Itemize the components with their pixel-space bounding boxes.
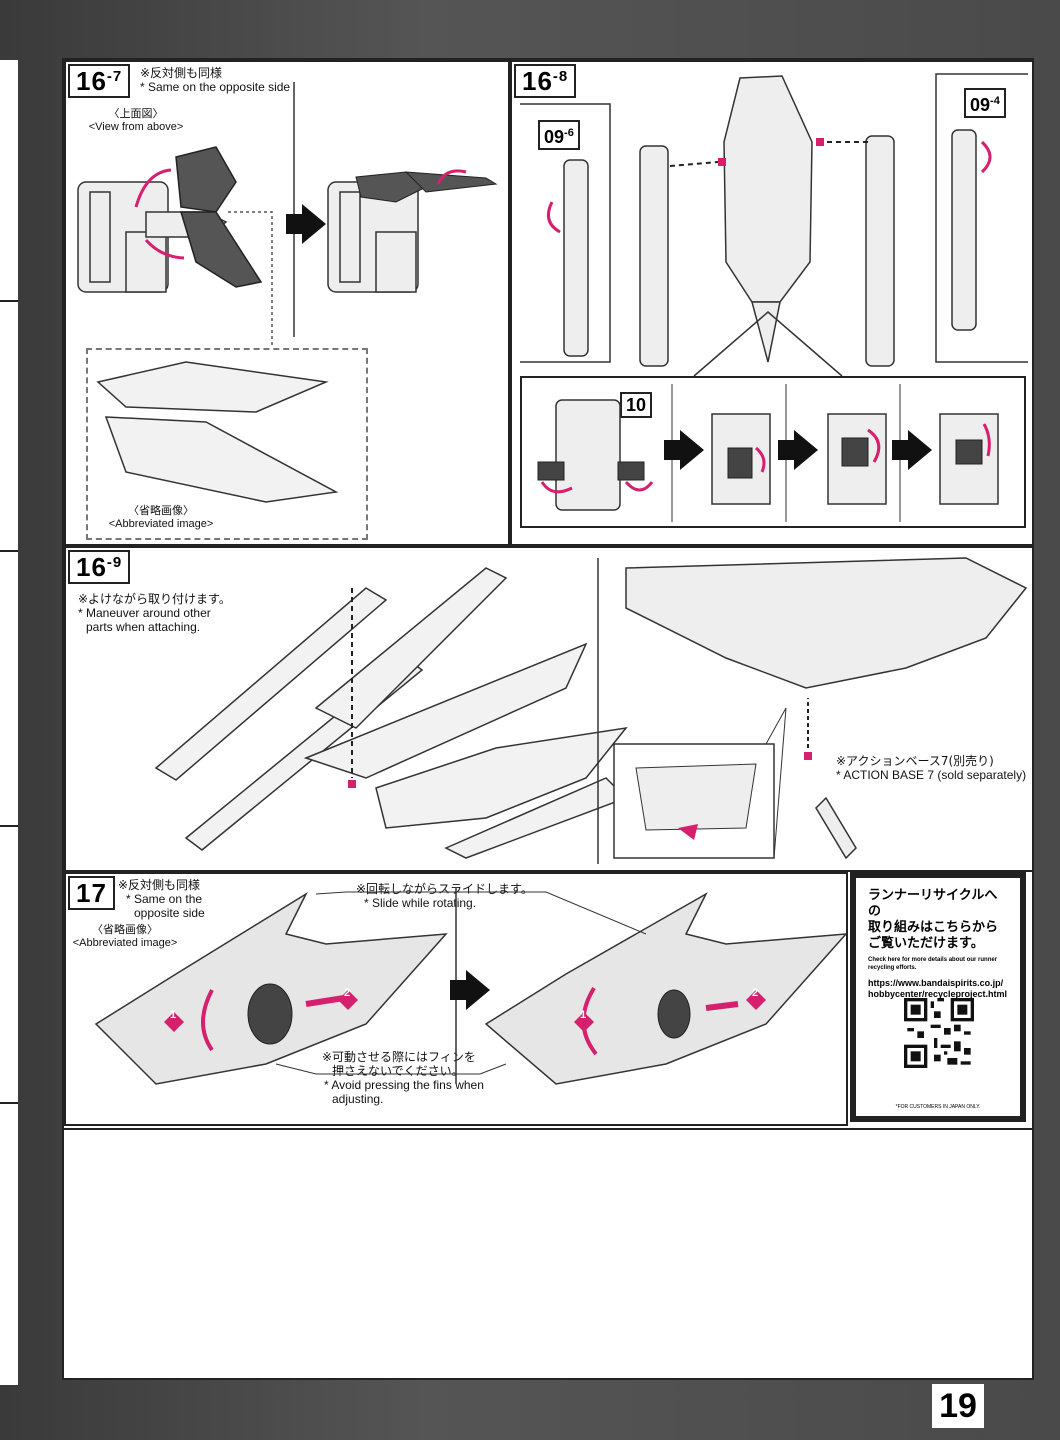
- edge-divider: [0, 1102, 18, 1104]
- abbreviated-image-caption: 〈省略画像〉 <Abbreviated image>: [72, 924, 178, 949]
- recycle-info-box: ランナーリサイクルへの 取り組みはこちらから ご覧いただけます。 Check h…: [850, 872, 1026, 1122]
- step-16-9-panel: 16-9 ※よけながら取り付けます。 * Maneuver around oth…: [64, 546, 1034, 872]
- step-16-7-panel: 16-7 ※反対側も同様 * Same on the opposite side…: [64, 60, 510, 546]
- previous-page-edge: [0, 60, 18, 1385]
- step-arrow: [892, 430, 932, 470]
- marker-1-label: 1: [170, 1009, 177, 1021]
- opposite-side-note: ※反対側も同様 * Same on the opposite side: [118, 878, 205, 920]
- recycle-footnote: *FOR CUSTOMERS IN JAPAN ONLY.: [895, 1104, 981, 1110]
- edge-divider: [0, 825, 18, 827]
- step-16-8-illustration: [520, 73, 1028, 377]
- recycle-description: Check here for more details about our ru…: [868, 957, 998, 971]
- step-number: 16-7: [68, 64, 131, 98]
- step-arrow: [778, 430, 818, 470]
- page-number: 19: [932, 1384, 984, 1428]
- step-16-8-subpanel: 10: [520, 376, 1026, 528]
- view-from-above-caption: 〈上面図〉 <View from above>: [88, 108, 184, 133]
- part-tag-09-4: 09-4: [964, 88, 1006, 118]
- step-17-illustration: [94, 888, 846, 1085]
- step-16-7-illustration: [77, 82, 498, 503]
- step-16-9-illustration: [154, 557, 1028, 864]
- step-arrow: [450, 970, 490, 1010]
- step-arrow: [664, 430, 704, 470]
- marker-1-icon: [164, 1012, 594, 1032]
- action-base-note: ※アクションベース7(別売り) * ACTION BASE 7 (sold se…: [836, 754, 1027, 782]
- step-17-panel: 17 ※反対側も同様 * Same on the opposite side 〈…: [64, 872, 848, 1126]
- marker-2-icon: [338, 990, 766, 1010]
- part-tag-09-6: 09-6: [538, 120, 580, 150]
- marker-1-label: 1: [580, 1009, 587, 1021]
- part-tag-10: 10: [620, 392, 653, 418]
- step-arrow: [286, 204, 326, 244]
- maneuver-note: ※よけながら取り付けます。 * Maneuver around other pa…: [78, 592, 231, 634]
- step-16-8-panel: 16-8 09-6 09-4 10: [510, 60, 1034, 546]
- step-number: 16-8: [514, 64, 577, 98]
- section-divider: [64, 1128, 1034, 1130]
- abbreviated-image-box: [86, 348, 368, 540]
- recycle-url[interactable]: https://www.bandaispirits.co.jp/ hobbyce…: [868, 978, 1008, 999]
- manual-page: 16-7 ※反対側も同様 * Same on the opposite side…: [62, 58, 1034, 1380]
- step-number: 16-9: [68, 550, 131, 584]
- opposite-side-note: ※反対側も同様 * Same on the opposite side: [140, 66, 291, 94]
- edge-divider: [0, 550, 18, 552]
- marker-2-label: 2: [752, 987, 759, 999]
- qr-code-icon[interactable]: [904, 998, 974, 1068]
- step-number: 17: [68, 876, 115, 910]
- recycle-title: ランナーリサイクルへの 取り組みはこちらから ご覧いただけます。: [868, 888, 999, 951]
- subpanel-illustration: [537, 384, 999, 522]
- edge-divider: [0, 300, 18, 302]
- abbreviated-image-caption: 〈省略画像〉 <Abbreviated image>: [108, 505, 214, 530]
- marker-2-label: 2: [344, 987, 351, 999]
